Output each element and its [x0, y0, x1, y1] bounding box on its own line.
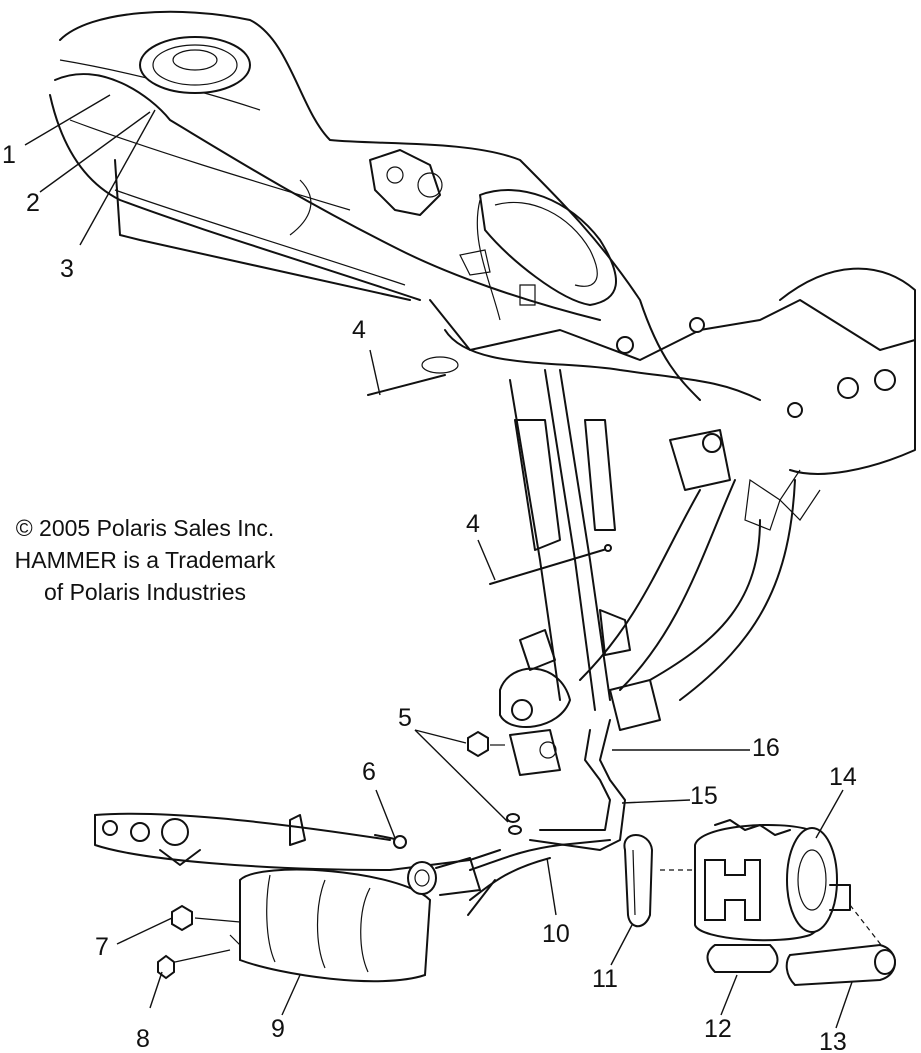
rear-frame	[429, 267, 916, 531]
frame-body	[49, 10, 701, 401]
callout-7: 7	[95, 933, 109, 961]
nuts	[467, 730, 522, 835]
down-tubes	[499, 369, 796, 851]
exhaust-assembly	[94, 812, 611, 983]
callout-1: 1	[2, 141, 16, 169]
callout-12: 12	[704, 1015, 732, 1043]
callout-14: 14	[829, 763, 857, 791]
callout-11: 11	[592, 965, 618, 993]
callout-8: 8	[136, 1025, 150, 1053]
callout-9: 9	[271, 1015, 285, 1043]
callout-15: 15	[690, 782, 718, 810]
rods	[367, 356, 612, 585]
callout-3: 3	[60, 255, 74, 283]
callout-16: 16	[752, 734, 780, 762]
callout-2: 2	[26, 189, 40, 217]
callout-5: 5	[398, 704, 412, 732]
callout-4-lower: 4	[466, 510, 480, 538]
trademark-owner-line: of Polaris Industries	[44, 579, 246, 605]
copyright-line: © 2005 Polaris Sales Inc.	[15, 515, 275, 541]
callout-10: 10	[542, 920, 570, 948]
callout-6: 6	[362, 758, 376, 786]
callout-4-upper: 4	[352, 316, 366, 344]
copyright-notice: © 2005 Polaris Sales Inc. HAMMER is a Tr…	[0, 512, 290, 608]
leader-lines	[24, 94, 853, 1029]
trademark-line: HAMMER is a Trademark	[14, 547, 276, 573]
canister-assembly	[660, 819, 896, 987]
callout-13: 13	[819, 1028, 847, 1053]
clamp-band	[623, 834, 653, 928]
